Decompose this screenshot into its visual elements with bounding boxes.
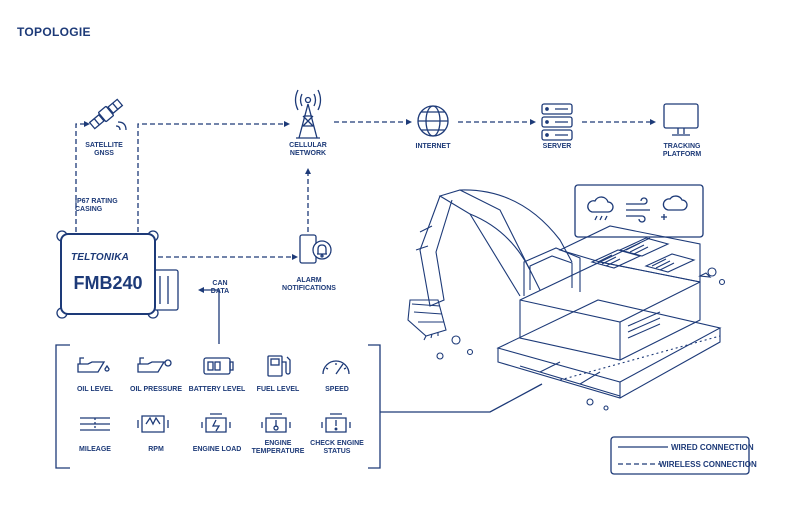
weather-box: [574, 184, 704, 238]
fuel-level-icon: [267, 355, 291, 377]
can-item-label: ENGINE LOAD: [192, 446, 242, 453]
speed-icon: [322, 360, 350, 375]
legend-wired-label: WIRED CONNECTION: [671, 443, 754, 452]
label-internet: INTERNET: [415, 143, 451, 150]
can-item-label: OIL LEVEL: [76, 386, 114, 393]
engine-temperature-icon: [261, 413, 291, 433]
globe-icon: [417, 105, 449, 137]
oil-pressure-icon: [137, 357, 172, 373]
legend-wireless-label: WIRELESS CONNECTION: [659, 460, 757, 469]
cellular-tower-icon: [294, 89, 322, 139]
wireless-connections: [75, 121, 652, 258]
wired-connections: [202, 289, 543, 413]
can-item-label: RPM: [148, 446, 164, 453]
oil-level-icon: [77, 357, 110, 373]
engine-load-icon: [201, 413, 231, 433]
link-device-cellular: [137, 123, 286, 232]
link-can-machine: [380, 383, 543, 413]
page-title: TOPOLOGIE: [17, 25, 91, 39]
device-brand: TELTONIKA: [71, 252, 130, 263]
can-item-label: SPEED: [325, 386, 349, 393]
server-icon: [541, 103, 573, 141]
wind-icon: [626, 197, 650, 223]
label-server: SERVER: [542, 143, 572, 150]
alarm-phone-icon: [299, 234, 332, 264]
mileage-icon: [80, 417, 110, 431]
monitor-icon: [663, 103, 699, 136]
can-item-label: OIL PRESSURE: [130, 386, 182, 393]
signal-waves: [115, 121, 127, 131]
can-item-label: BATTERY LEVEL: [188, 386, 246, 393]
satellite-icon: [88, 98, 124, 130]
snow-icon: [661, 195, 688, 220]
can-item-label: FUEL LEVEL: [256, 386, 300, 393]
arrowheads: [84, 119, 656, 293]
can-data-panel: [55, 344, 381, 469]
rain-icon: [587, 196, 614, 221]
check-engine-icon: [321, 413, 351, 433]
can-item-label: MILEAGE: [79, 446, 111, 453]
fmb240-device: TELTONIKA FMB240: [60, 233, 156, 315]
link-can-device: [202, 289, 220, 344]
link-device-satellite: [75, 123, 86, 232]
device-model: FMB240: [73, 273, 143, 293]
rpm-icon: [137, 415, 169, 433]
battery-level-icon: [203, 357, 234, 375]
legend-box: [610, 436, 750, 475]
excavator-illustration: [407, 189, 726, 411]
